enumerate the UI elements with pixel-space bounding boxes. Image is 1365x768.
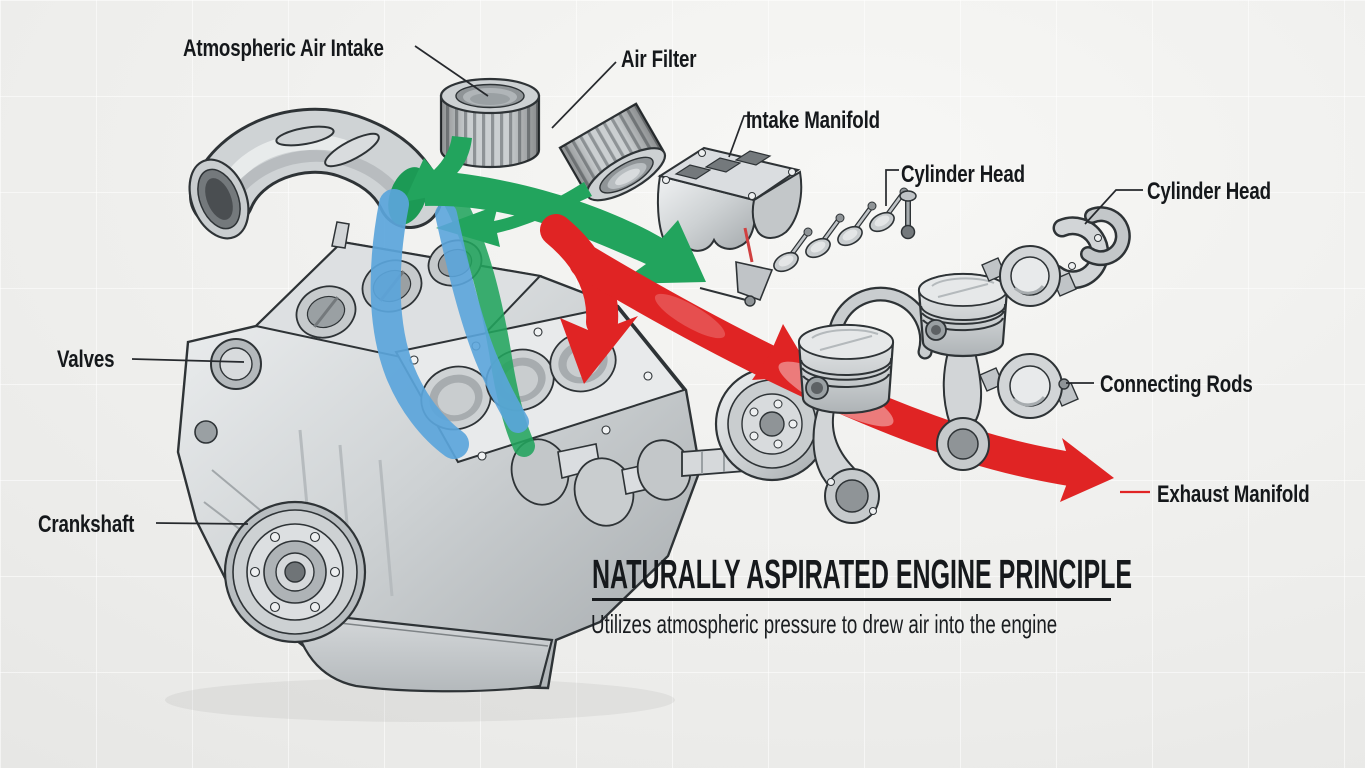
valve-icon xyxy=(805,213,845,259)
leader-intake-manifold xyxy=(728,115,752,158)
piston-assembly xyxy=(797,245,1079,524)
air-stream-blue-1 xyxy=(370,189,469,459)
head-bolt-part xyxy=(899,190,917,240)
leader-cylinder-head-top xyxy=(885,169,899,206)
label-intake-manifold: Intake Manifold xyxy=(746,107,880,134)
label-air-filter: Air Filter xyxy=(621,46,697,73)
crankshaft-part xyxy=(510,366,830,527)
flywheel xyxy=(714,366,830,482)
cylinder-head-caps xyxy=(1046,206,1131,290)
leader-crankshaft xyxy=(155,522,249,525)
diagram-title: NATURALLY ASPIRATED ENGINE PRINCIPLE xyxy=(592,551,1133,597)
valve-icon xyxy=(837,201,877,247)
diagram-subtitle: Utilizes atmospheric pressure to drew ai… xyxy=(591,609,1058,639)
exhaust-flow-arrow xyxy=(569,245,1114,502)
label-valves: Valves xyxy=(57,346,115,373)
label-crankshaft: Crankshaft xyxy=(38,511,135,538)
leader-atmospheric-air-intake xyxy=(414,45,489,97)
air-stream-blue-2 xyxy=(435,203,529,433)
valve-parts xyxy=(699,187,909,307)
cam-chamber xyxy=(295,285,357,339)
front-pulley-hub xyxy=(223,500,367,644)
rod-bearing-lower xyxy=(979,353,1079,419)
exhaust-arrow-shine xyxy=(654,293,726,339)
label-atmospheric-air-intake: Atmospheric Air Intake xyxy=(183,35,384,62)
intake-pipe xyxy=(188,107,443,240)
leader-valves xyxy=(131,358,245,363)
label-cylinder-head-top: Cylinder Head xyxy=(901,161,1025,188)
leader-air-filter xyxy=(551,61,617,129)
label-exhaust-manifold: Exhaust Manifold xyxy=(1157,481,1310,508)
label-cylinder-head-right: Cylinder Head xyxy=(1147,178,1271,205)
title-divider xyxy=(592,598,1111,601)
rod-bearing-upper xyxy=(981,245,1077,307)
piston-1 xyxy=(797,323,895,524)
piston-2 xyxy=(917,272,1009,471)
leader-lines xyxy=(131,45,1143,525)
leader-cylinder-head-right xyxy=(1084,189,1143,225)
valve-icon xyxy=(773,227,813,273)
label-connecting-rods: Connecting Rods xyxy=(1100,371,1253,398)
